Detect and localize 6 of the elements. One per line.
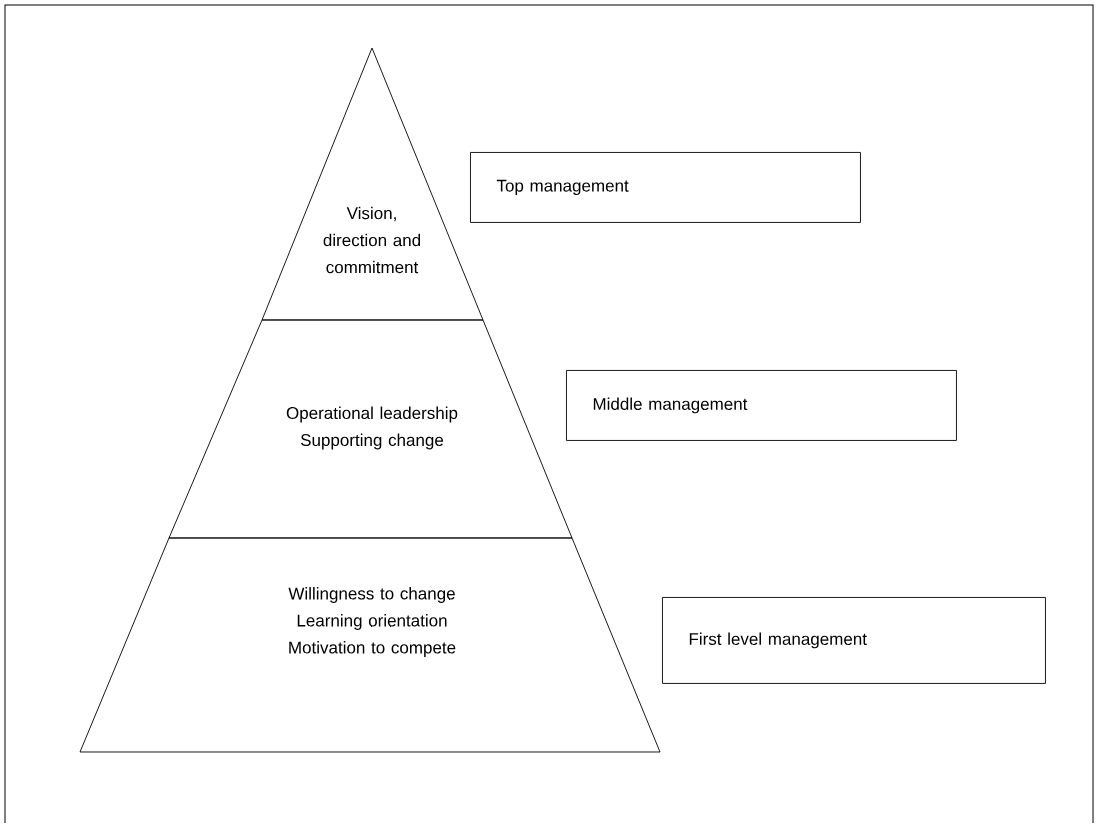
level-box: First level management — [662, 597, 1046, 684]
pyramid-level: Willingness to change Learning orientation Motivation to compete — [79, 537, 661, 753]
pyramid-level: Vision, direction and commitment — [261, 47, 484, 321]
level-box: Middle management — [566, 370, 957, 441]
level-box: Top management — [470, 152, 861, 223]
pyramid-level: Operational leadership Supporting change — [168, 319, 573, 539]
